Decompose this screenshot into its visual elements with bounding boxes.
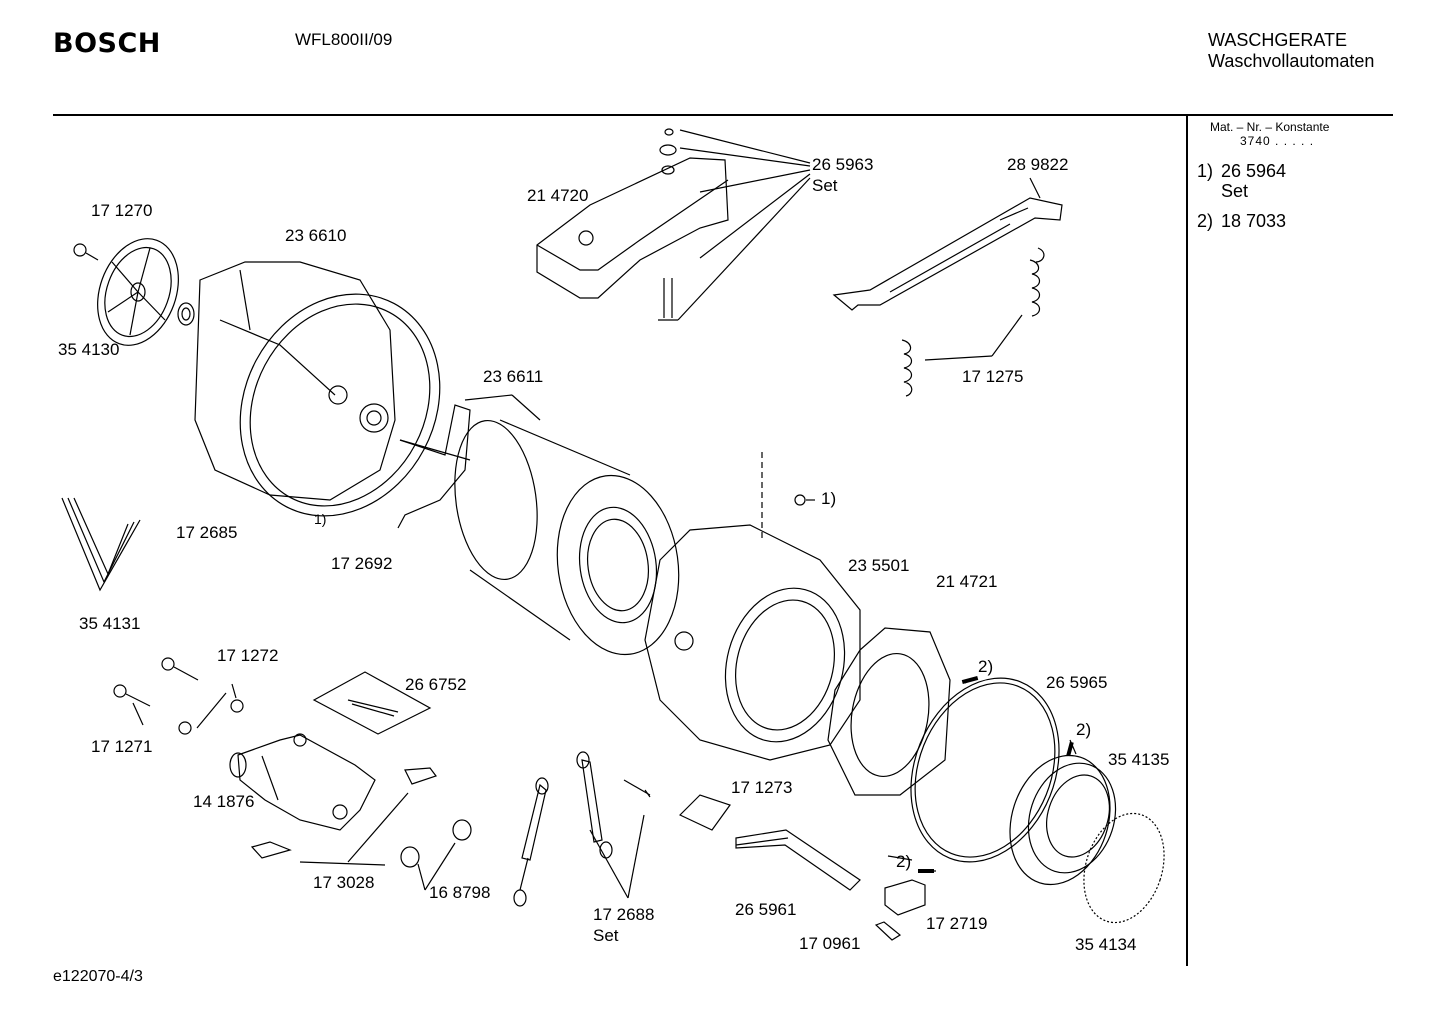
part-label-172688: 17 2688	[593, 905, 655, 924]
part-label-354130: 35 4130	[58, 340, 120, 359]
part-label-171270: 17 1270	[91, 201, 153, 220]
part-label-171272: 17 1272	[217, 646, 279, 665]
header-divider	[53, 114, 1393, 116]
note-1-number: 1)	[1197, 161, 1214, 181]
category-subtitle: Waschvollautomaten	[1208, 51, 1375, 71]
drum-drawing	[445, 415, 690, 662]
part-label-266752: 26 6752	[405, 675, 467, 694]
front-tub-drawing	[645, 452, 861, 760]
bellows-drawing	[994, 742, 1177, 933]
part-label-214720: 21 4720	[527, 186, 589, 205]
drum-shaft-drawing	[398, 395, 540, 528]
marker-note-2-b: 2)	[1076, 720, 1092, 739]
document-code: e122070-4/3	[53, 968, 143, 985]
counterweight-top-drawing	[537, 129, 810, 320]
part-label-265961: 26 5961	[735, 900, 797, 919]
marker-note-2-c: 2)	[896, 852, 912, 871]
belt-drawing	[62, 498, 140, 590]
part-label-236611: 23 6611	[483, 367, 544, 386]
note-1-set: Set	[1221, 181, 1249, 201]
part-label-354131: 35 4131	[79, 614, 141, 633]
crossbar-drawing	[834, 178, 1062, 310]
part-label-214721: 21 4721	[936, 572, 998, 591]
part-label-265965: 26 5965	[1046, 673, 1108, 692]
part-label-354134: 35 4134	[1075, 935, 1137, 954]
shock-absorber-drawing	[514, 752, 650, 906]
category-title: WASCHGERATE	[1208, 30, 1348, 50]
konstante-label: Mat. – Nr. – Konstante	[1210, 120, 1330, 134]
model-number: WFL800II/09	[295, 30, 393, 49]
part-label-172685: 17 2685	[176, 523, 238, 542]
part-label-171273: 17 1273	[731, 778, 793, 797]
rear-tub-drawing	[195, 259, 478, 551]
part-label-171271: 17 1271	[91, 737, 153, 756]
front-counterweight-drawing	[828, 628, 950, 795]
part-label-289822: 28 9822	[1007, 155, 1069, 174]
part-label-172688-set: Set	[593, 926, 619, 945]
part-label-170961: 17 0961	[799, 934, 861, 953]
brand-logo: BOSCH	[53, 28, 161, 59]
part-label-171275: 17 1275	[962, 367, 1024, 386]
part-label-354135: 35 4135	[1108, 750, 1170, 769]
note-1-part: 26 5964	[1221, 161, 1287, 181]
marker-note-2-a: 2)	[978, 657, 994, 676]
motor-drawing	[230, 734, 436, 865]
marker-note-1-left: 1)	[314, 511, 327, 527]
part-label-236610: 23 6610	[285, 226, 347, 245]
part-label-173028: 17 3028	[313, 873, 375, 892]
instruction-sheet-drawing	[314, 672, 430, 734]
part-label-168798: 16 8798	[429, 883, 491, 902]
heating-element-drawing	[680, 795, 936, 940]
part-label-172692: 17 2692	[331, 554, 393, 573]
screws-drawing	[114, 658, 243, 734]
note-2-part: 18 7033	[1221, 211, 1287, 231]
part-label-265963: 26 5963	[812, 155, 874, 174]
feet-drawing	[401, 820, 471, 890]
pulley-wheel-drawing	[74, 227, 194, 356]
note-2-number: 2)	[1197, 211, 1214, 231]
part-label-265963-set: Set	[812, 176, 838, 195]
konstante-value: 3740 . . . . .	[1240, 134, 1315, 148]
spring-drawing	[902, 248, 1044, 396]
part-label-235501: 23 5501	[848, 556, 910, 575]
part-label-172719: 17 2719	[926, 914, 988, 933]
marker-note-1-top: 1)	[821, 489, 837, 508]
sidebar-divider	[1186, 116, 1188, 966]
part-label-141876: 14 1876	[193, 792, 255, 811]
